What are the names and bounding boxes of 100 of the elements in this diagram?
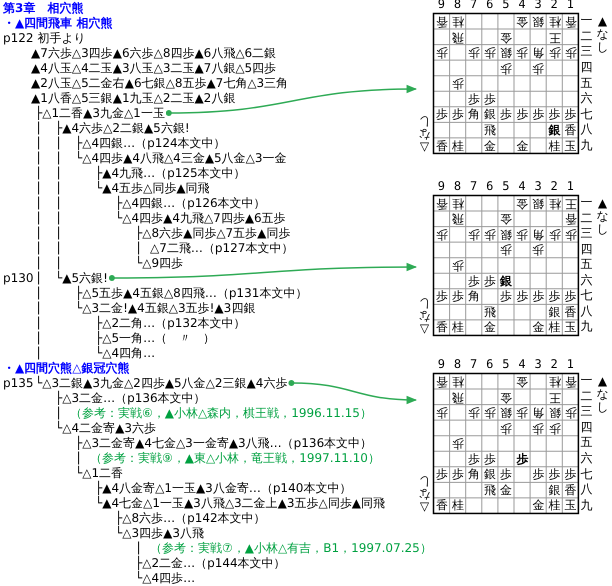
shogi-piece: 桂 — [548, 498, 562, 514]
shogi-piece: 歩 — [499, 420, 514, 436]
shogi-piece: 歩 — [499, 242, 514, 258]
shogi-piece: 歩 — [564, 289, 578, 304]
move-sequence: ├▲4六歩△2二銀▲5六銀! — [55, 121, 190, 135]
move-sequence: └△4二金寄▲3六歩 — [55, 421, 156, 435]
move-sequence: ├△1二香▲3九金△1一玉 — [35, 106, 165, 120]
move-sequence: └△4四歩… — [135, 571, 196, 585]
shogi-piece: 歩 — [564, 226, 578, 242]
shogi-piece: 銀 — [548, 304, 562, 320]
shogi-piece: 角 — [467, 289, 481, 304]
move-sequence: └▲5六銀! — [55, 271, 108, 285]
shogi-piece: 金 — [515, 14, 530, 30]
shogi-piece: 飛 — [483, 304, 498, 320]
page-reference: p135 — [3, 376, 34, 390]
shogi-piece: 歩 — [531, 107, 546, 122]
arrow — [166, 84, 418, 116]
shogi-piece: 銀 — [531, 196, 546, 211]
row-numbers: 一二三四五六七八九 — [580, 13, 594, 154]
reference-note: （参考：実戦⑦，▲小林△有吉，B1，1997.07.25） — [150, 541, 432, 555]
shogi-piece: 歩 — [548, 45, 562, 60]
shogi-piece: 銀 — [531, 14, 546, 30]
row-numbers: 一二三四五六七八九 — [580, 373, 594, 514]
shogi-piece: 桂 — [450, 196, 465, 211]
move-sequence: ▲1八香△5三銀▲1九玉△2二玉▲2八銀 — [31, 91, 236, 105]
shogi-piece: 金 — [483, 320, 498, 336]
shogi-piece: 歩 — [531, 467, 546, 482]
move-sequence: ├△8六歩▲同歩△7五歩▲同歩 — [135, 226, 290, 240]
shogi-piece: 銀 — [499, 45, 514, 60]
shogi-piece: 歩 — [483, 405, 498, 420]
shogi-piece: 香 — [564, 211, 578, 226]
shogi-piece: 角 — [531, 405, 546, 420]
shogi-piece: 角 — [531, 45, 546, 60]
shogi-piece: 金 — [499, 390, 514, 405]
shogi-piece: 歩 — [483, 45, 498, 60]
shogi-piece: 歩 — [483, 274, 498, 289]
shogi-piece: 歩 — [515, 289, 530, 304]
move-sequence: ├△3二金…（p136本文中） — [55, 391, 206, 405]
move-sequence: └△4四歩▲4八飛△4三金▲5八金△3一金 — [75, 151, 287, 165]
move-sequence: ▲7六歩△3四歩▲6六歩△8四歩▲6八飛△6二銀 — [31, 46, 276, 60]
shogi-piece: 歩 — [467, 452, 481, 467]
shogi-piece: 歩 — [467, 226, 481, 242]
shogi-piece: 香 — [564, 374, 578, 390]
shogi-piece: 玉 — [564, 320, 578, 336]
shogi-piece: 角 — [531, 226, 546, 242]
shogi-piece: 角 — [467, 467, 481, 482]
column-numbers: 9 8 7 6 5 4 3 2 1 — [438, 179, 575, 193]
shogi-piece: 金 — [499, 482, 514, 498]
row-numbers: 一二三四五六七八九 — [580, 195, 594, 335]
shogi-piece: 歩 — [467, 405, 481, 420]
shogi-piece: 歩 — [515, 107, 530, 122]
move-sequence: ├△2二金…（p144本文中） — [135, 556, 286, 570]
shogi-piece: 香 — [434, 14, 449, 30]
move-sequence: ├▲4八金寄△1一玉▲3八金寄…（p140本文中） — [95, 481, 352, 495]
shogi-piece: 王 — [564, 196, 578, 211]
arrow — [288, 380, 418, 404]
hand-label: ▲なし — [596, 197, 609, 236]
shogi-piece: 歩 — [434, 405, 449, 420]
shogi-piece: 香 — [434, 138, 449, 154]
section-heading: ・▲四間飛車 相穴熊 — [3, 16, 112, 30]
shogi-piece: 歩 — [531, 242, 546, 258]
shogi-piece: 銀 — [499, 226, 514, 242]
shogi-piece: 金 — [531, 320, 546, 336]
shogi-piece: 歩 — [548, 420, 562, 436]
shogi-piece: 桂 — [548, 374, 562, 390]
shogi-piece: 銀 — [547, 122, 562, 138]
arrow — [108, 262, 418, 281]
shogi-piece: 歩 — [483, 92, 498, 107]
move-sequence: ├△3二金寄▲4七金△3一金寄▲3八飛…（p136本文中） — [75, 436, 372, 450]
column-numbers: 9 8 7 6 5 4 3 2 1 — [438, 357, 575, 372]
shogi-piece: 歩 — [515, 452, 530, 467]
hand-label: ▲なし — [596, 15, 609, 54]
shogi-piece: 香 — [434, 498, 449, 514]
shogi-piece: 王 — [548, 390, 562, 405]
shogi-piece: 歩 — [564, 45, 578, 60]
move-sequence: △7二飛…（p127本文中） — [150, 241, 294, 255]
shogi-piece: 角 — [467, 107, 481, 122]
shogi-piece: 金 — [499, 211, 514, 226]
shogi-piece: 歩 — [450, 76, 465, 92]
shogi-piece: 金 — [499, 30, 514, 45]
shogi-piece: 歩 — [467, 274, 481, 289]
shogi-piece: 歩 — [434, 45, 449, 60]
shogi-piece: 歩 — [531, 60, 546, 76]
reference-note: （参考：実戦⑨，▲東△小林，竜王戦，1997.11.10） — [90, 451, 380, 465]
shogi-piece: 金 — [515, 138, 530, 154]
shogi-piece: 桂 — [450, 374, 465, 390]
shogi-piece: 香 — [434, 196, 449, 211]
shogi-piece: 金 — [531, 498, 546, 514]
shogi-piece: 歩 — [499, 289, 514, 304]
shogi-piece: 桂 — [450, 138, 465, 154]
shogi-piece: 歩 — [434, 467, 449, 482]
shogi-piece: 歩 — [450, 258, 465, 273]
shogi-piece: 歩 — [467, 92, 481, 107]
shogi-piece: 金 — [515, 374, 530, 390]
move-sequence: ▲4八玉△4二玉▲3八玉△3二玉▲7八銀△5四歩 — [31, 61, 276, 75]
shogi-piece: 歩 — [499, 467, 514, 482]
move-sequence: └△3二銀▲3九金△2四歩▲5八金△2三銀▲4六歩 — [35, 376, 288, 390]
move-sequence: └△4四角… — [95, 346, 156, 360]
shogi-piece: 飛 — [450, 211, 465, 226]
shogi-piece: 香 — [564, 482, 578, 498]
